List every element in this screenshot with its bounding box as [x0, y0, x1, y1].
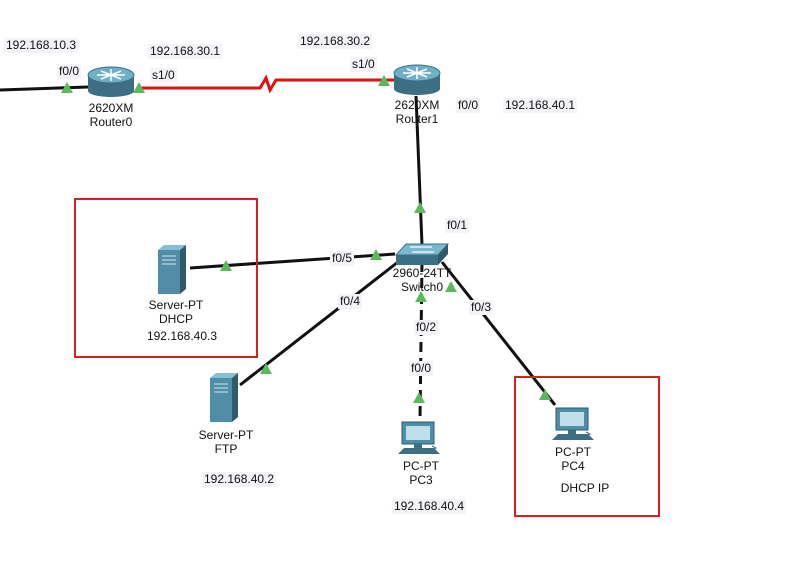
router1-icon[interactable]	[393, 64, 441, 95]
port-r1-s10: s1/0	[350, 57, 377, 72]
pc4-highlight-box	[514, 376, 660, 517]
link-switch-pc3[interactable]	[418, 261, 424, 421]
status-up-icon	[220, 260, 232, 271]
ip-ftp: 192.168.40.2	[202, 472, 277, 487]
ip-r0-serial: 192.168.30.1	[148, 44, 223, 59]
ip-r1-lan: 192.168.40.1	[503, 98, 578, 113]
status-up-icon	[445, 281, 457, 292]
dhcp-server-icon[interactable]	[158, 245, 186, 294]
port-sw-f04: f0/4	[338, 294, 363, 309]
ip-dhcp: 192.168.40.3	[146, 329, 218, 343]
port-sw-f05: f0/5	[330, 251, 355, 266]
pc4-model: PC-PT	[555, 445, 591, 459]
dhcp-server-label: Server-PT DHCP	[149, 298, 204, 326]
port-r0-f00: f0/0	[57, 64, 82, 79]
router1-model: 2620XM	[394, 98, 440, 112]
switch0-name: Switch0	[400, 280, 444, 294]
ip-r1-serial: 192.168.30.2	[298, 34, 373, 49]
router0-label: 2620XM Router0	[89, 101, 134, 129]
status-up-icon	[370, 249, 382, 260]
ip-pc3: 192.168.40.4	[392, 499, 467, 514]
ftp-server-model: Server-PT	[198, 428, 254, 442]
ftp-server-name: FTP	[214, 442, 238, 456]
pc3-icon[interactable]	[398, 421, 440, 454]
status-up-icon	[414, 202, 426, 213]
status-up-icon	[415, 291, 427, 302]
status-up-icon	[413, 392, 425, 403]
link-r0-left[interactable]	[0, 85, 89, 92]
port-pc3-f00: f0/0	[409, 361, 434, 376]
link-switch-ftp[interactable]	[239, 260, 399, 387]
switch0-label: 2960-24TT Switch0	[393, 266, 452, 294]
pc3-model: PC-PT	[403, 459, 439, 473]
link-r1-switch[interactable]	[414, 95, 424, 246]
pc3-name: PC3	[409, 473, 433, 487]
status-up-icon	[133, 82, 145, 93]
port-sw-f01: f0/1	[445, 218, 470, 233]
ip-r0-left: 192.168.10.3	[4, 38, 79, 53]
switch0-icon[interactable]	[394, 243, 450, 265]
pc4-name: PC4	[561, 459, 585, 473]
ip-pc4: DHCP IP	[560, 481, 610, 495]
status-up-icon	[378, 75, 390, 86]
link-r0-r1-serial[interactable]	[140, 74, 395, 94]
switch0-model: 2960-24TT	[392, 266, 452, 280]
port-sw-f03: f0/3	[469, 300, 494, 315]
pc4-label: PC-PT PC4	[555, 445, 591, 473]
pc4-icon[interactable]	[552, 407, 594, 440]
router0-icon[interactable]	[87, 66, 135, 97]
router0-model: 2620XM	[88, 101, 134, 115]
port-r1-f00: f0/0	[456, 98, 481, 113]
ftp-server-label: Server-PT FTP	[199, 428, 254, 456]
router0-name: Router0	[89, 115, 133, 129]
dhcp-server-model: Server-PT	[148, 298, 204, 312]
port-sw-f02: f0/2	[414, 320, 439, 335]
status-up-icon	[260, 363, 272, 374]
status-up-icon	[61, 82, 73, 93]
router1-name: Router1	[395, 112, 439, 126]
link-status-markers	[61, 75, 551, 403]
port-r0-s10: s1/0	[150, 68, 177, 83]
router1-label: 2620XM Router1	[395, 98, 440, 126]
link-switch-pc4[interactable]	[440, 261, 557, 406]
status-up-icon	[539, 389, 551, 400]
dhcp-highlight-box	[74, 198, 258, 358]
pc3-label: PC-PT PC3	[403, 459, 439, 487]
dhcp-server-name: DHCP	[158, 312, 193, 326]
ftp-server-icon[interactable]	[210, 373, 238, 422]
